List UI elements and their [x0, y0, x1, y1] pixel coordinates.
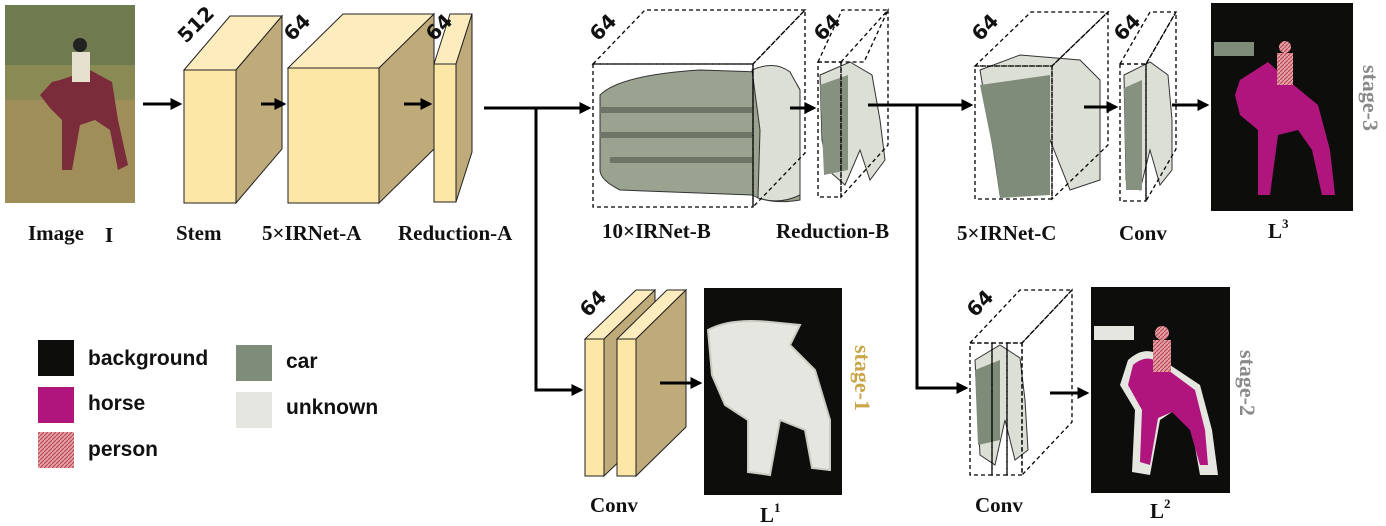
l2-label: L2 [1150, 496, 1171, 523]
conv1-label: Conv [590, 493, 638, 517]
conv3-block [1118, 9, 1178, 204]
legend-label-background: background [88, 347, 208, 370]
flow-arrows [143, 98, 1210, 399]
irnet-c-channels: 64 [967, 9, 1004, 46]
input-image [5, 5, 135, 203]
legend-swatch-unknown [236, 392, 272, 428]
conv2-block [968, 288, 1074, 477]
reduction-b-label: Reduction-B [776, 219, 889, 243]
output-l1-map [704, 288, 842, 495]
irnet-a-channels: 64 [279, 9, 316, 46]
conv3-label: Conv [1119, 221, 1167, 245]
stem-label: Stem [176, 221, 222, 245]
input-image-symbol: I [105, 223, 113, 247]
conv2-channels: 64 [962, 285, 999, 322]
l1-label: L1 [760, 500, 781, 526]
reduction-a-block [433, 13, 473, 203]
conv1-channels: 64 [575, 285, 612, 322]
conv2-label: Conv [975, 493, 1023, 517]
irnet-b-block [591, 8, 807, 209]
legend-label-horse: horse [88, 392, 145, 415]
output-l2-map [1091, 287, 1230, 493]
stage-2-label: stage-2 [1235, 350, 1260, 416]
irnet-b-label: 10×IRNet-B [602, 219, 711, 243]
irnet-c-label: 5×IRNet-C [957, 221, 1056, 245]
stem-block [182, 14, 284, 205]
conv3-channels: 64 [1109, 9, 1146, 46]
legend-swatch-car [236, 345, 272, 381]
input-image-label: Image [28, 221, 84, 245]
irnet-a-block [286, 12, 436, 205]
legend-swatch-person [38, 432, 74, 468]
legend: background horse person car unknown [38, 340, 378, 468]
legend-swatch-horse [38, 387, 74, 423]
stage-3-label: stage-3 [1358, 65, 1383, 131]
stage-1-label: stage-1 [850, 345, 875, 411]
legend-swatch-background [38, 340, 74, 376]
irnet-b-channels: 64 [585, 9, 622, 46]
l3-label: L3 [1268, 216, 1289, 243]
legend-label-unknown: unknown [286, 396, 378, 419]
irnet-c-block [973, 10, 1110, 201]
reduction-a-label: Reduction-A [398, 221, 513, 245]
reduction-b-block [816, 8, 890, 199]
legend-label-person: person [88, 438, 158, 461]
legend-label-car: car [286, 350, 318, 373]
output-l3-map [1211, 3, 1353, 211]
irnet-a-label: 5×IRNet-A [262, 221, 362, 245]
